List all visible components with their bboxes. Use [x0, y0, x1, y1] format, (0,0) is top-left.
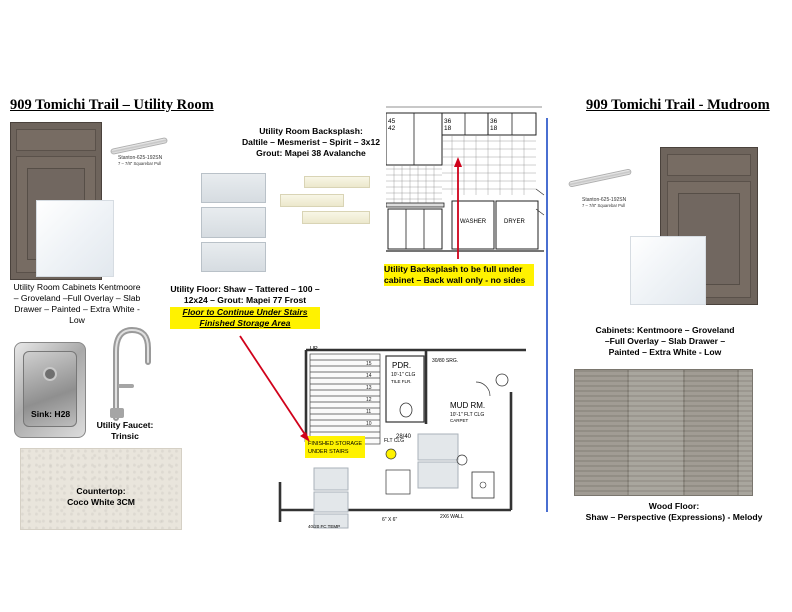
- svg-text:14: 14: [366, 373, 372, 379]
- floor-tile-2: [201, 207, 266, 238]
- utility-floor-caption: Utility Floor: Shaw – Tattered – 100 – 1…: [170, 284, 320, 305]
- plan-door-top: 30/80 SRG.: [432, 358, 458, 364]
- backsplash-tile-2: [280, 194, 344, 207]
- faucet-caption: Utility Faucet: Trinsic: [96, 420, 154, 441]
- wood-floor-caption: Wood Floor: Shaw – Perspective (Expressi…: [585, 501, 763, 522]
- faucet-icon: [110, 326, 151, 421]
- section-divider: [546, 118, 548, 512]
- elev-cab3-bottom: 18: [490, 125, 498, 132]
- svg-text:13: 13: [366, 385, 372, 391]
- sink-basin: [23, 351, 77, 427]
- bar-pull-icon: [110, 137, 168, 155]
- floor-note: Floor to Continue Under Stairs Finished …: [170, 307, 320, 329]
- countertop-swatch: [20, 448, 182, 530]
- mudroom-pull-model: Stanton-625-192SN: [582, 197, 627, 203]
- floor-tile-3: [201, 242, 266, 272]
- mudroom-title: 909 Tomichi Trail - Mudroom: [586, 97, 770, 113]
- sink-label: Sink: H28: [31, 409, 71, 419]
- utility-cabinets-caption: Utility Room Cabinets Kentmoore – Grovel…: [13, 282, 141, 325]
- countertop-caption: Countertop: Coco White 3CM: [67, 486, 135, 507]
- bar-pull-icon: [568, 168, 632, 188]
- plan-storage-1: FINISHED STORAGE: [308, 441, 362, 447]
- mudroom-pull-description: 7 – 7/8" Squarebar Pull: [582, 203, 626, 208]
- plan-fc: 40/20 FC TEMP: [308, 524, 340, 529]
- backsplash-tile-1: [304, 176, 370, 188]
- plan-tag-icon: [495, 373, 509, 387]
- pull-model: Stanton-625-192SN: [118, 155, 163, 161]
- elev-cab1-top: 45: [388, 118, 396, 125]
- svg-text:15: 15: [366, 361, 372, 367]
- sink-image: Sink: H28: [14, 342, 86, 438]
- elevation-note: Utility Backsplash to be full under cabi…: [384, 264, 534, 286]
- floor-plan-drawing: UP 15 14 13 12 11 10 PDR. 10'-1" CLG TIL…: [239, 335, 526, 529]
- elev-cab1-bottom: 42: [388, 125, 396, 132]
- wood-floor-swatch: [574, 369, 753, 496]
- svg-text:12: 12: [366, 397, 372, 403]
- elev-cab2-top: 36: [444, 118, 452, 125]
- elev-washer: WASHER: [460, 219, 487, 225]
- plan-mud-clg: 10'-1" FLT CLG: [450, 412, 484, 418]
- drawer-front: [666, 154, 752, 177]
- toilet-icon: [399, 402, 413, 418]
- plan-carpet: CARPET: [450, 418, 469, 423]
- pull-description: 7 – 7/8" Squarebar Pull: [118, 161, 162, 166]
- svg-text:10: 10: [366, 421, 372, 427]
- plan-up: UP: [310, 346, 318, 352]
- plan-pdr-clg: 10'-1" CLG: [391, 372, 416, 378]
- svg-text:11: 11: [366, 409, 371, 415]
- plan-pdr: PDR.: [392, 361, 411, 370]
- plan-storage-2: UNDER STAIRS: [308, 449, 349, 455]
- paint-swatch-white: [36, 200, 114, 277]
- plan-mud: MUD RM.: [450, 401, 485, 410]
- mudroom-cabinet-door-swatch: [660, 147, 758, 305]
- elev-cab2-bottom: 18: [444, 125, 452, 132]
- drain-icon: [43, 367, 57, 381]
- utility-room-title: 909 Tomichi Trail – Utility Room: [10, 97, 214, 113]
- plan-wall: 2X6 WALL: [440, 514, 464, 520]
- utility-sink-icon: [471, 471, 495, 499]
- plan-2840: 28/40: [396, 434, 412, 440]
- plan-flt-clg: FLT CLG: [384, 438, 404, 444]
- elev-dryer: DRYER: [504, 219, 526, 225]
- mudroom-paint-swatch-white: [630, 236, 706, 305]
- cabinet-pull-sample: Stanton-625-192SN 7 – 7/8" Squarebar Pul…: [108, 133, 170, 173]
- backsplash-caption: Utility Room Backsplash: Daltile – Mesme…: [241, 126, 381, 158]
- laundry-elevation-drawing: 45 42 36 18 36 18 WASHER DRYER: [386, 99, 546, 259]
- plan-dim: 6" X 6": [382, 517, 397, 523]
- backsplash-tile-3: [302, 211, 370, 224]
- plan-tile: TILE FLR.: [391, 379, 412, 384]
- drawer-front: [16, 129, 96, 152]
- mudroom-pull-sample: Stanton-625-192SN 7 – 7/8" Squarebar Pul…: [566, 167, 636, 219]
- elev-cab3-top: 36: [490, 118, 498, 125]
- floor-tile-1: [201, 173, 266, 203]
- mudroom-cabinets-caption: Cabinets: Kentmoore – Groveland –Full Ov…: [595, 325, 735, 357]
